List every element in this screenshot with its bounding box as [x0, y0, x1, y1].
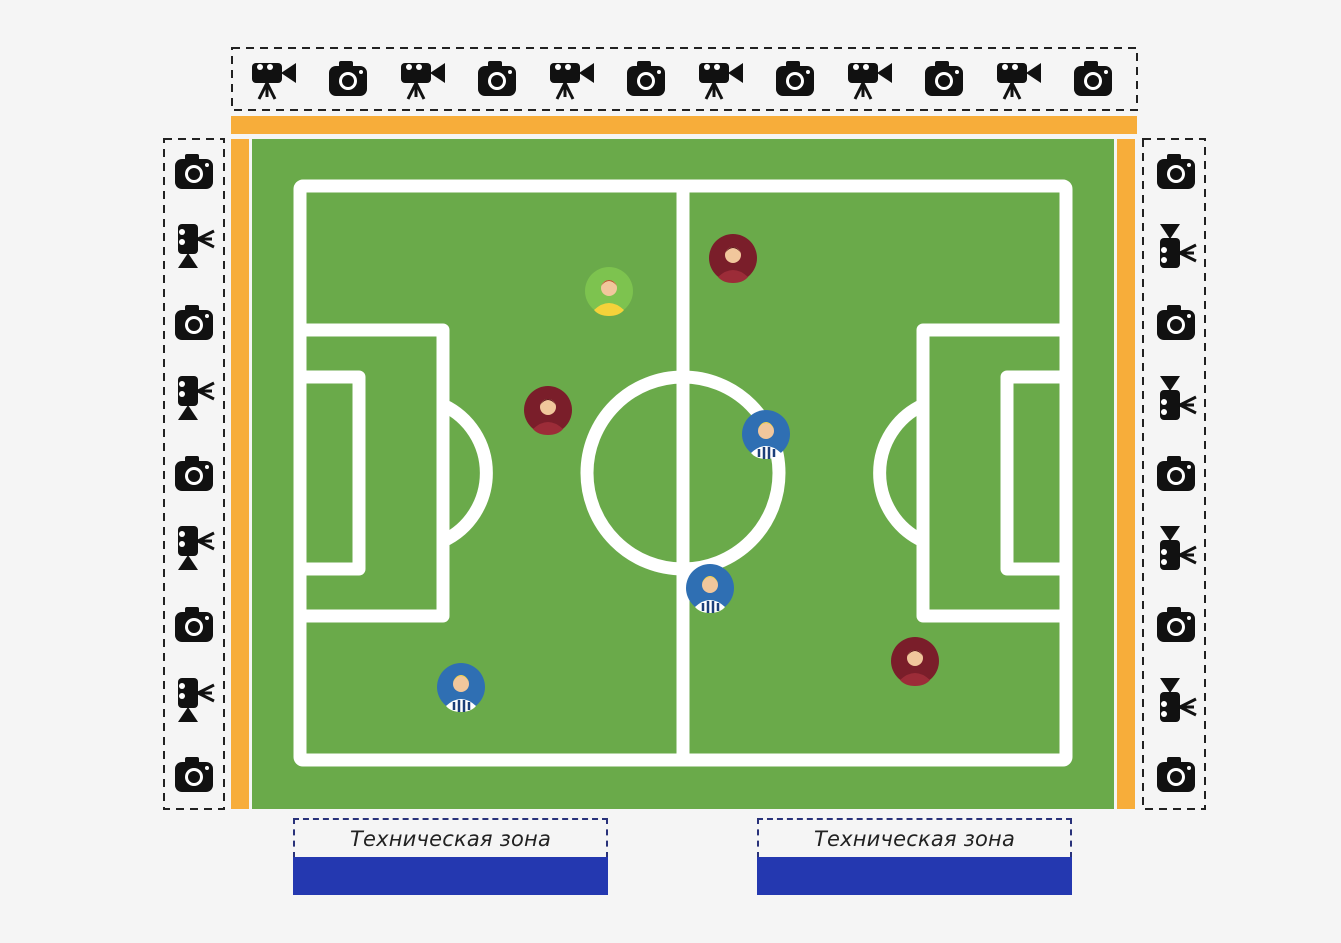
photo-camera-icon — [1157, 305, 1195, 340]
photo-camera-icon — [1157, 607, 1195, 642]
technical-zone-label: Техническая зона — [757, 818, 1072, 858]
top-track — [231, 116, 1137, 134]
photo-camera-icon — [1074, 61, 1112, 96]
video-camera-icon — [1160, 526, 1196, 570]
video-camera-icon — [1160, 224, 1196, 268]
video-camera-icon — [178, 376, 214, 420]
video-camera-icon — [401, 63, 445, 99]
technical-zone-bar — [757, 857, 1072, 895]
video-camera-icon — [997, 63, 1041, 99]
video-camera-icon — [178, 678, 214, 722]
video-camera-icon — [1160, 376, 1196, 420]
video-camera-icon — [550, 63, 594, 99]
photo-camera-icon — [175, 757, 213, 792]
left-camera-column — [175, 154, 214, 792]
photo-camera-icon — [776, 61, 814, 96]
photo-camera-icon — [925, 61, 963, 96]
top-camera-row — [252, 61, 1112, 99]
photo-camera-icon — [329, 61, 367, 96]
video-camera-icon — [699, 63, 743, 99]
photo-camera-icon — [478, 61, 516, 96]
video-camera-icon — [252, 63, 296, 99]
photo-camera-icon — [175, 154, 213, 189]
photo-camera-icon — [1157, 154, 1195, 189]
photo-camera-icon — [1157, 757, 1195, 792]
video-camera-icon — [178, 526, 214, 570]
photo-camera-icon — [175, 607, 213, 642]
photo-camera-icon — [1157, 456, 1195, 491]
video-camera-icon — [178, 224, 214, 268]
technical-zone-bar — [293, 857, 608, 895]
right-track — [1117, 139, 1135, 809]
video-camera-icon — [1160, 678, 1196, 722]
technical-zone-label: Техническая зона — [293, 818, 608, 858]
photo-camera-icon — [175, 456, 213, 491]
video-camera-icon — [848, 63, 892, 99]
photo-camera-icon — [175, 305, 213, 340]
right-camera-column — [1157, 154, 1196, 792]
left-track — [231, 139, 249, 809]
photo-camera-icon — [627, 61, 665, 96]
